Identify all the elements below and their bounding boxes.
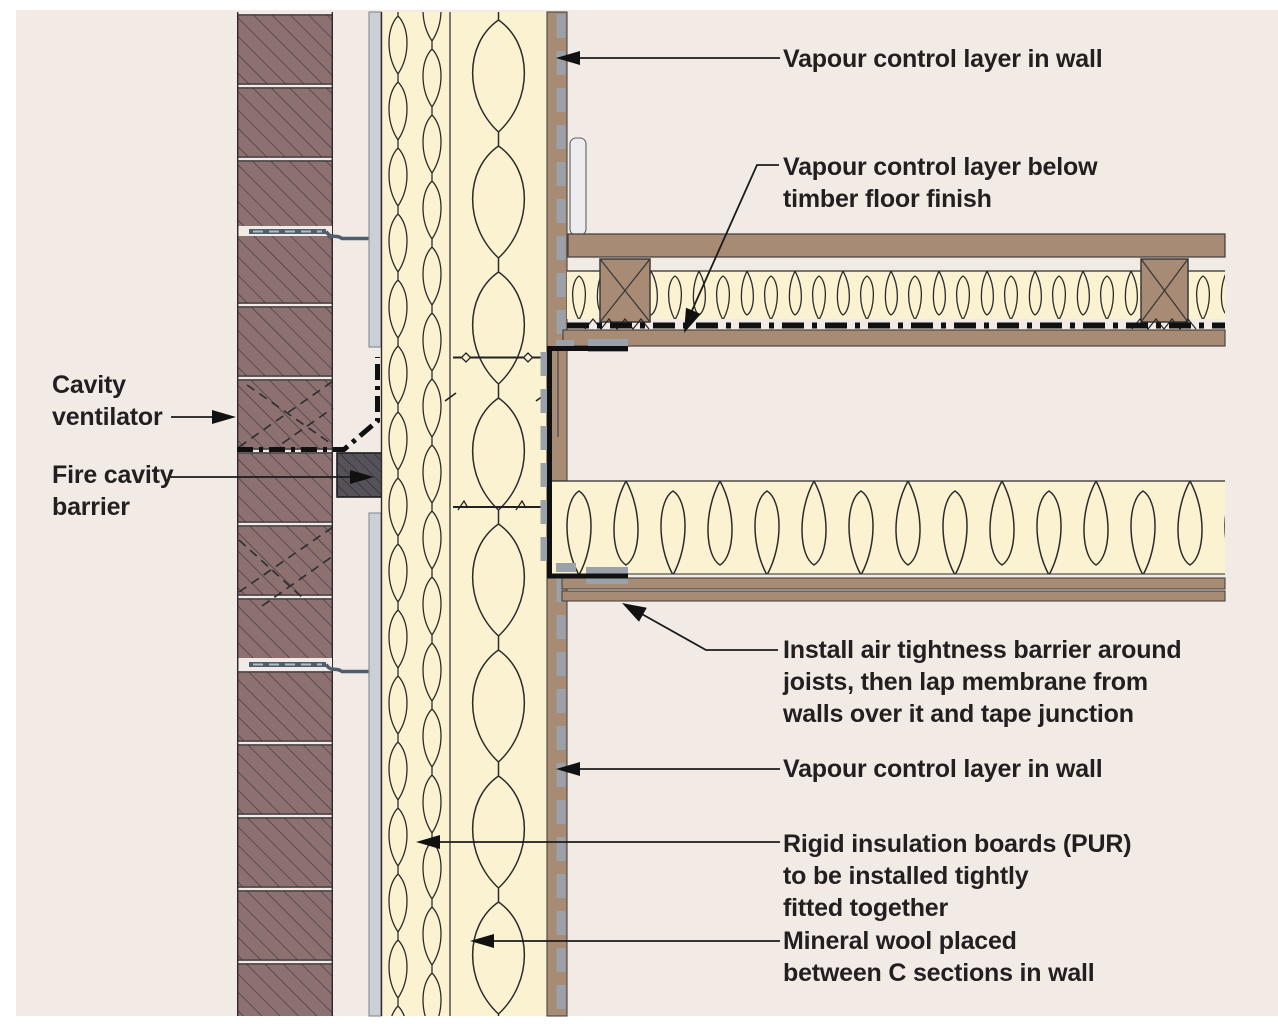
- arrow-cavity-ventilator: [212, 410, 236, 424]
- wall-tie-upper: [249, 229, 369, 241]
- timber-floor-deck: [567, 233, 1226, 258]
- arrow-air-tightness: [622, 603, 647, 622]
- label-fire-cavity-barrier: Fire cavity barrier: [52, 461, 174, 521]
- floor-joist: [599, 258, 651, 323]
- upper-room-lining: [569, 137, 587, 236]
- cavity-ventilator-dashed-lines: [238, 380, 334, 607]
- arrowheads: [212, 51, 701, 948]
- mineral-wool-layer: [450, 12, 547, 1016]
- wall-tie-lower: [249, 662, 369, 674]
- label-air-tightness: Install air tightness barrier around joi…: [783, 636, 1182, 728]
- cavity-ventilator-path: [237, 357, 380, 452]
- ceiling-board: [561, 577, 1226, 590]
- quilt-turnover-mark: [1131, 317, 1197, 331]
- arrow-rigid-insulation: [416, 835, 440, 849]
- floor-lower-board: [562, 329, 1226, 347]
- tape-patch: [556, 340, 574, 347]
- lower-floor: [552, 480, 1226, 602]
- brick-outer-leaf: [236, 12, 333, 1016]
- arrow-fire-cavity-barrier: [350, 470, 374, 484]
- sheathing-board: [368, 11, 382, 1017]
- label-vcl-floor: Vapour control layer below timber floor …: [783, 153, 1098, 213]
- arrow-mineral-wool: [470, 934, 494, 948]
- pur-insulation-layer: [381, 12, 415, 1016]
- upper-floor: [562, 233, 1226, 347]
- air-tightness-barrier: [547, 339, 628, 584]
- floor-insulation-quilt: [567, 271, 1225, 319]
- arrow-vcl-wall-top: [556, 51, 580, 65]
- wall-insulation: [380, 12, 547, 1016]
- leader-lines: [170, 57, 780, 942]
- label-rigid-insulation: Rigid insulation boards (PUR) to be inst…: [783, 830, 1132, 922]
- label-vcl-wall-top: Vapour control layer in wall: [783, 45, 1103, 73]
- wall-vcl-dashes: [540, 14, 566, 1014]
- tape-patch: [556, 563, 576, 572]
- ceiling-insulation: [552, 481, 1225, 574]
- label-vcl-wall-lower: Vapour control layer in wall: [783, 755, 1103, 783]
- label-cavity-ventilator: Cavity ventilator: [52, 371, 163, 431]
- arrow-vcl-floor: [684, 307, 701, 333]
- arrow-vcl-wall-lower: [556, 762, 580, 776]
- floor-joist: [1140, 258, 1189, 323]
- label-mineral-wool: Mineral wool placed between C sections i…: [783, 927, 1095, 987]
- quilt-turnover-mark: [584, 317, 650, 331]
- ceiling-board: [561, 590, 1226, 602]
